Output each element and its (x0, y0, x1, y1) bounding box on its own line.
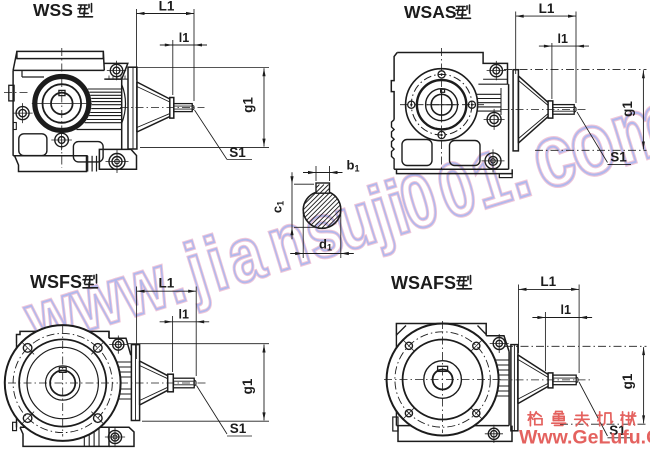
svg-text:S1: S1 (230, 421, 247, 436)
svg-text:g1: g1 (620, 101, 635, 117)
svg-text:L1: L1 (159, 276, 175, 291)
svg-text:l1: l1 (178, 308, 188, 322)
svg-text:S1: S1 (610, 150, 627, 165)
svg-text:l1: l1 (557, 32, 567, 46)
svg-text:g1: g1 (620, 373, 635, 389)
svg-text:L1: L1 (539, 1, 555, 16)
svg-text:L1: L1 (159, 0, 175, 14)
svg-text:S1: S1 (229, 145, 246, 160)
svg-text:L1: L1 (540, 274, 556, 289)
svg-text:g1: g1 (240, 378, 255, 394)
svg-text:WSFS: WSFS (30, 272, 82, 292)
svg-text:Www.GeLufu.Com: Www.GeLufu.Com (519, 427, 650, 449)
svg-text:WSS: WSS (33, 0, 73, 20)
svg-text:g1: g1 (241, 97, 256, 113)
svg-text:WSAS: WSAS (404, 2, 457, 22)
svg-text:l1: l1 (179, 31, 189, 45)
svg-text:l1: l1 (560, 303, 570, 317)
svg-text:WSAFS: WSAFS (391, 273, 456, 293)
